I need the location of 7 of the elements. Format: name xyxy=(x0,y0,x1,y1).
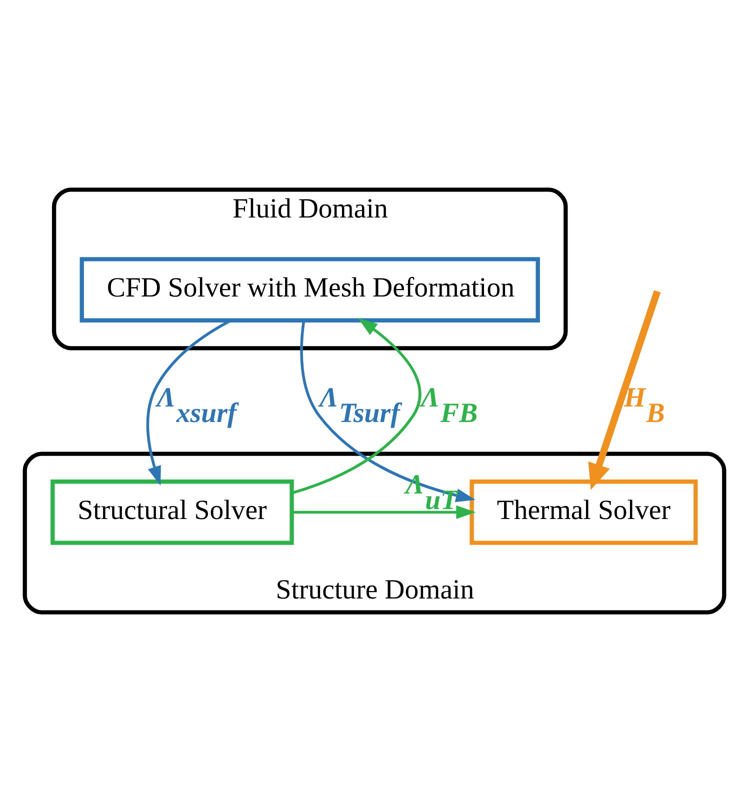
arrow xyxy=(300,320,476,502)
node-box: Structural Solver xyxy=(50,480,294,545)
arrow xyxy=(292,505,476,520)
arrow xyxy=(588,290,661,490)
arrow xyxy=(291,318,422,494)
node-box: Thermal Solver xyxy=(470,480,698,545)
node-box: CFD Solver with Mesh Deformation xyxy=(80,257,540,322)
